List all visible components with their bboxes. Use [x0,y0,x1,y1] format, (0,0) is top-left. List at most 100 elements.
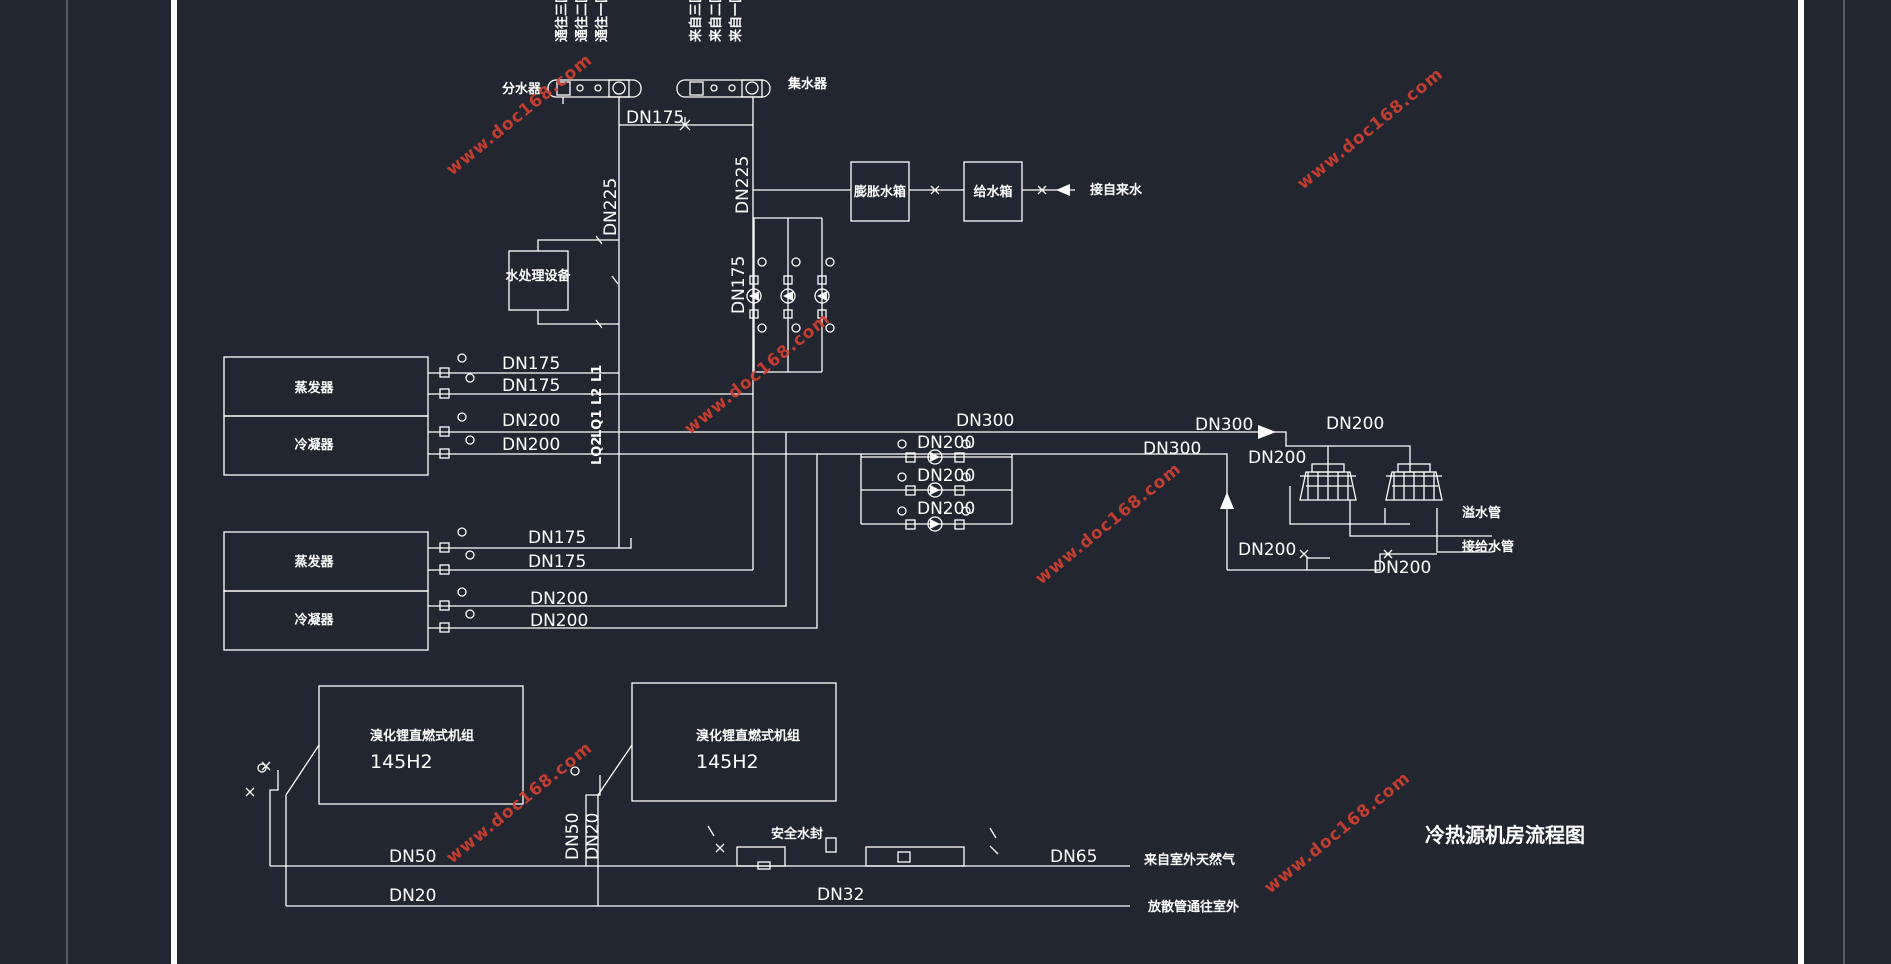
collector-inlet-1: 来自一区 [728,0,744,43]
city-water-label: 接自来水 [1090,182,1143,198]
city-water-valve-icon [1037,185,1047,195]
cooling-pump-1 [861,439,1012,465]
supply-tank-label: 给水箱 [973,184,1012,200]
distributor-header [547,79,642,104]
collector-inlet-2: 来自二区 [708,0,724,43]
evap1-return-label: DN175 [502,376,560,396]
cw-main-label-1: DN300 [956,411,1014,431]
cw-pump-label-2: DN200 [917,466,975,486]
tower-out-label-1: DN200 [1238,540,1296,560]
evap2-return-label: DN175 [528,552,586,572]
collector-inlet-3: 来自三区 [688,0,704,43]
drawing-frame [66,0,1845,964]
chiller-2-pipes [428,432,818,629]
pump-dn175-label: DN175 [729,256,749,314]
evap2-supply-label: DN175 [528,528,586,548]
cooling-pump-3 [861,506,1012,532]
distributor-label: 分水器 [502,81,542,97]
watermark-1: www.doc168.com [443,50,597,180]
tower-out-label-2: DN200 [1373,558,1431,578]
gas-fittings [245,761,999,870]
chiller-2-fittings [439,527,475,633]
expansion-tank-label: 膨胀水箱 [853,184,906,200]
watermark-2: www.doc168.com [1294,64,1448,194]
cooling-tower-pipes [1227,431,1492,571]
gas-dn20-label: DN20 [389,886,436,906]
watermark-6: www.doc168.com [1261,768,1415,898]
gas-dn65-label: DN65 [1050,847,1097,867]
cond2-return-label: DN200 [530,611,588,631]
condenser-1-label: 冷凝器 [294,437,334,453]
cw-main-label-3: DN300 [1143,439,1201,459]
cw-pump-label-3: DN200 [917,499,975,519]
gas-pipes [269,744,1130,907]
chiller-1-pipes [428,372,1272,455]
cooling-pump-2 [861,472,1012,498]
supply-tank [963,161,1023,222]
cw-return-arrow-icon [1220,492,1234,509]
evaporator-2-label: 蒸发器 [294,554,334,570]
cooling-tower-1 [1299,463,1357,501]
distributor-outlet-1: 通往一区 [594,0,610,42]
cond1-return-label: DN200 [502,435,560,455]
treatment-valve-icon [595,235,619,329]
evaporator-1-label: 蒸发器 [294,380,334,396]
gas-dn32-label: DN32 [817,885,864,905]
condenser-1-box [223,415,429,476]
treatment-pipe-top [537,239,619,251]
cond2-supply-label: DN200 [530,589,588,609]
watermark-4: www.doc168.com [1032,459,1186,589]
collector-label: 集水器 [787,76,828,92]
water-treatment-label: 水处理设备 [505,268,571,284]
gas-v-dn20-label: DN20 [583,813,603,860]
city-water-arrow-icon [1056,184,1070,196]
absorption-unit-1-box [318,685,524,805]
gas-source-label: 来自室外天然气 [1143,852,1235,868]
chiller-1-fittings [439,353,475,459]
diagram-title: 冷热源机房流程图 [1425,823,1585,847]
cw-main-arrow-icon [1258,425,1276,439]
overflow-label: 溢水管 [1462,505,1501,521]
pipe-code-l1: L1 [590,365,605,382]
treatment-pipe-bottom [537,310,619,325]
tower-branch-label: DN200 [1248,448,1306,468]
tank-valve-icon [930,185,940,195]
chilled-pump-group [746,217,835,373]
gas-vent-label: 放散管通往室外 [1147,899,1239,915]
return-riser-label: DN225 [733,156,753,214]
pipe-code-l2: L2 [590,388,605,405]
collector-header [676,79,771,98]
tower-valve-icon [1299,549,1393,559]
cooling-tower-2 [1385,463,1443,501]
makeup-label: 接给水管 [1462,539,1514,555]
chilled-pump-2 [780,218,801,372]
cw-main-label-2: DN300 [1195,415,1253,435]
chilled-pump-1 [746,218,767,372]
distributor-outlet-2: 通往二区 [574,0,590,42]
expansion-tank [850,161,910,222]
supply-riser-label: DN225 [601,178,621,236]
absorption-unit-1-name: 溴化锂直燃式机组 [370,728,474,744]
gas-v-dn50-label: DN50 [563,813,583,860]
pipe-code-lq1: LQ1 [590,410,605,438]
distributor-outlet-3: 通往三区 [554,0,570,42]
absorption-unit-2-model: 145H2 [696,751,759,773]
chilled-pump-3 [814,218,835,372]
absorption-unit-2-name: 溴化锂直燃式机组 [696,728,800,744]
evap1-supply-label: DN175 [502,354,560,374]
absorption-unit-1-model: 145H2 [370,751,433,773]
tower-in-label: DN200 [1326,414,1384,434]
safety-seal-label: 安全水封 [771,826,823,842]
condenser-2-box [223,590,429,651]
header-bypass-label: DN175 [626,108,684,128]
cond1-supply-label: DN200 [502,411,560,431]
bypass-valve-icon [679,117,691,131]
condenser-2-label: 冷凝器 [294,612,334,628]
cooling-pump-group [860,439,1013,532]
cw-pump-label-1: DN200 [917,433,975,453]
gas-dn50-label: DN50 [389,847,436,867]
absorption-unit-2-box [631,682,837,802]
pipe-code-lq2: LQ2 [590,437,605,465]
cw-return-pipe [1012,453,1228,570]
